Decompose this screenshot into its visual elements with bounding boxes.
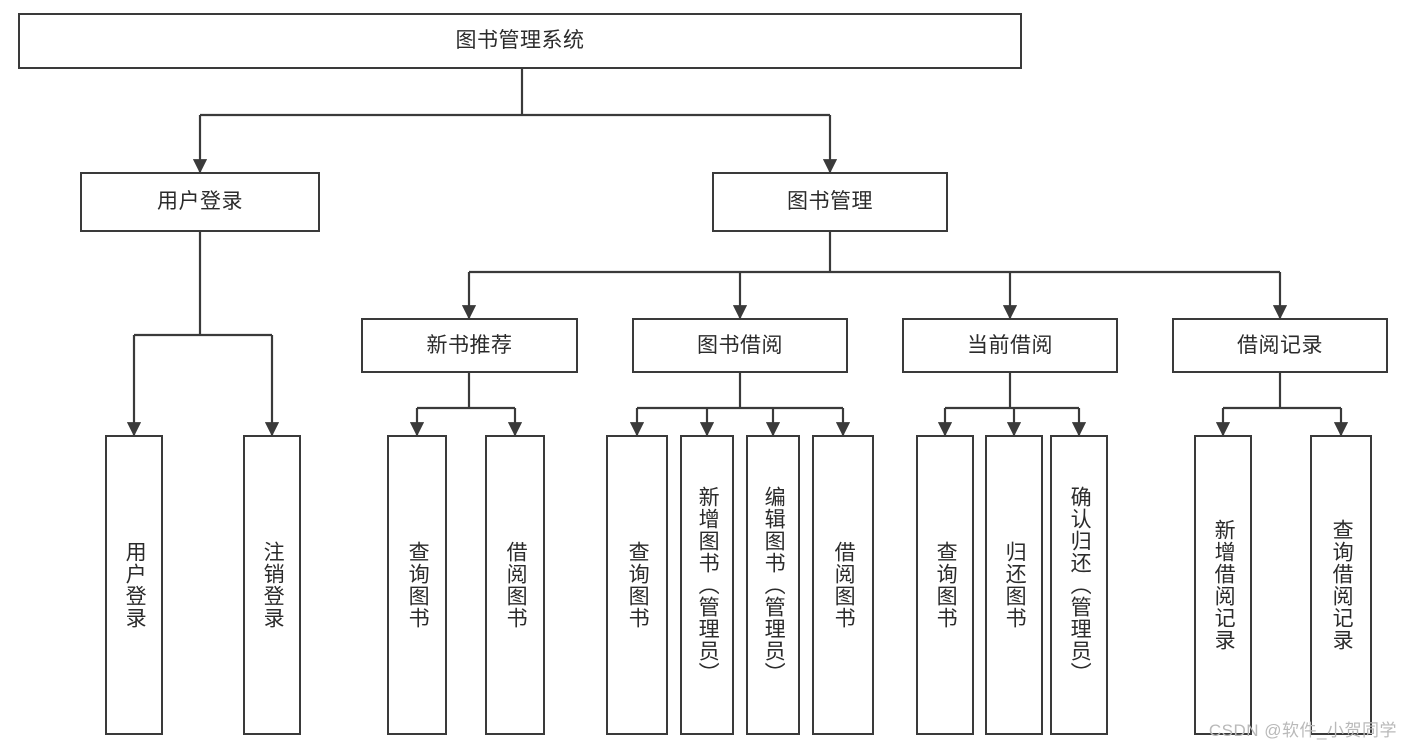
leaf-node-leaf-add-book[interactable]: 新增图书（管理员） (680, 435, 734, 735)
level3-node-book-borrow[interactable]: 图书借阅 (632, 318, 848, 373)
leaf-node-leaf-edit-book[interactable]: 编辑图书（管理员） (746, 435, 800, 735)
level2-node-user-login[interactable]: 用户登录 (80, 172, 320, 232)
node-label: 用户登录 (123, 541, 147, 629)
node-label: 确认归还（管理员） (1068, 486, 1092, 684)
leaf-node-leaf-query-book-1[interactable]: 查询图书 (387, 435, 447, 735)
level3-node-borrow-record[interactable]: 借阅记录 (1172, 318, 1388, 373)
node-label: 查询图书 (406, 541, 430, 629)
node-label: 新增图书（管理员） (696, 486, 720, 684)
level2-node-book-manage[interactable]: 图书管理 (712, 172, 948, 232)
node-label: 图书管理 (787, 190, 873, 214)
leaf-node-leaf-user-login[interactable]: 用户登录 (105, 435, 163, 735)
node-label: 借阅图书 (832, 541, 856, 629)
node-label: 借阅图书 (504, 541, 528, 629)
node-label: 查询图书 (626, 541, 650, 629)
watermark-text: CSDN @软件_小贺同学 (1208, 721, 1397, 740)
node-label: 归还图书 (1003, 541, 1027, 629)
leaf-node-leaf-confirm-return[interactable]: 确认归还（管理员） (1050, 435, 1108, 735)
node-label: 借阅记录 (1237, 333, 1323, 357)
node-label: 当前借阅 (967, 333, 1053, 357)
node-label: 图书借阅 (697, 333, 783, 357)
node-label: 查询借阅记录 (1330, 519, 1354, 651)
leaf-node-leaf-borrow-book-1[interactable]: 借阅图书 (485, 435, 545, 735)
node-label: 图书管理系统 (455, 29, 585, 53)
leaf-node-leaf-query-book-3[interactable]: 查询图书 (916, 435, 974, 735)
level3-node-current-borrow[interactable]: 当前借阅 (902, 318, 1118, 373)
node-label: 注销登录 (261, 541, 285, 629)
root-node-root[interactable]: 图书管理系统 (18, 13, 1022, 69)
node-label: 新书推荐 (426, 333, 513, 357)
leaf-node-leaf-borrow-book-2[interactable]: 借阅图书 (812, 435, 874, 735)
leaf-node-leaf-return-book[interactable]: 归还图书 (985, 435, 1043, 735)
node-label: 编辑图书（管理员） (762, 486, 786, 684)
node-label: 用户登录 (157, 190, 243, 214)
node-label: 查询图书 (934, 541, 958, 629)
node-label: 新增借阅记录 (1212, 519, 1236, 651)
edge-paths (126, 69, 1349, 437)
leaf-node-leaf-add-record[interactable]: 新增借阅记录 (1194, 435, 1252, 735)
level3-node-new-book-rec[interactable]: 新书推荐 (361, 318, 578, 373)
leaf-node-leaf-logout[interactable]: 注销登录 (243, 435, 301, 735)
leaf-node-leaf-query-record[interactable]: 查询借阅记录 (1310, 435, 1372, 735)
leaf-node-leaf-query-book-2[interactable]: 查询图书 (606, 435, 668, 735)
